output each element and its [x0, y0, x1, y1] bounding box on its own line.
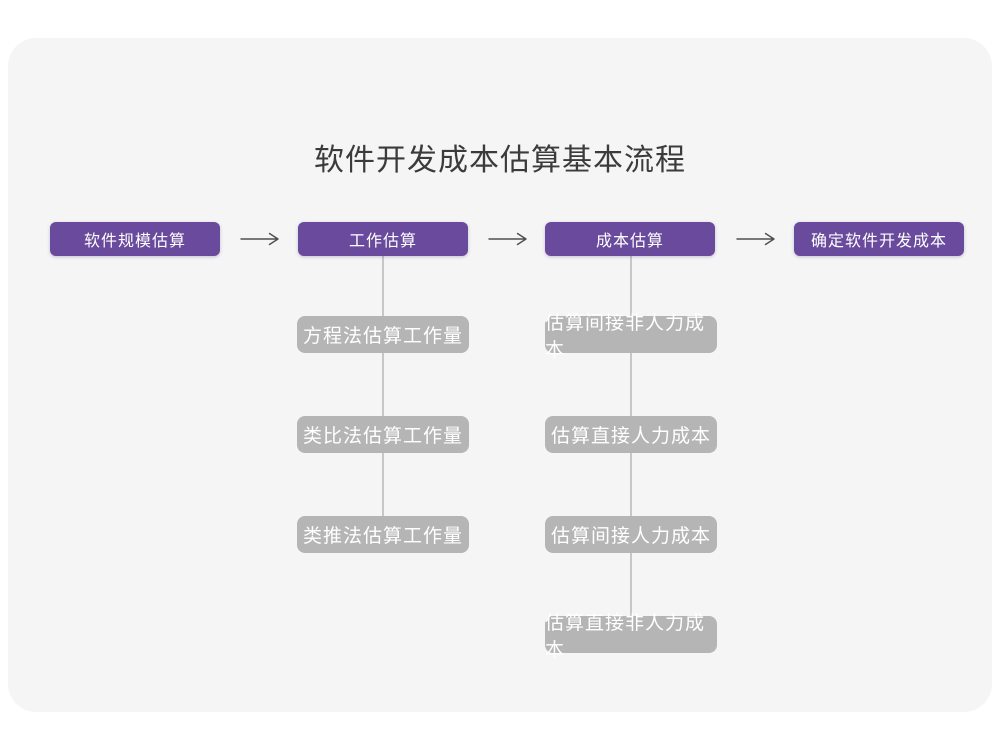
stage-label: 确定软件开发成本 — [810, 231, 947, 250]
stage-box-work-estimation: 工作估算 — [298, 222, 468, 256]
substep-label: 估算直接非人力成本 — [545, 611, 706, 661]
substep-box-analogy-method: 类比法估算工作量 — [297, 416, 469, 453]
flow-arrow-2 — [486, 231, 530, 247]
substep-label: 估算直接人力成本 — [550, 425, 711, 447]
flow-arrow-3 — [734, 231, 778, 247]
flow-arrow-1 — [238, 231, 282, 247]
substep-box-direct-labor-cost: 估算直接人力成本 — [545, 416, 717, 453]
substep-box-indirect-labor-cost: 估算间接人力成本 — [545, 516, 717, 553]
connector-line-work — [382, 256, 384, 536]
substep-label: 估算间接人力成本 — [550, 525, 711, 547]
substep-box-direct-nonlabor-cost: 估算直接非人力成本 — [545, 612, 717, 661]
substep-box-indirect-nonlabor-cost: 估算间接非人力成本 — [545, 312, 717, 361]
substep-label: 类推法估算工作量 — [302, 525, 463, 547]
right-arrow-icon — [736, 232, 775, 246]
substep-label: 方程法估算工作量 — [302, 325, 463, 347]
stage-box-determine-development-cost: 确定软件开发成本 — [794, 222, 964, 256]
substep-box-extrapolation-method: 类推法估算工作量 — [297, 516, 469, 553]
diagram-title: 软件开发成本估算基本流程 — [314, 143, 686, 178]
stage-box-software-scale-estimation: 软件规模估算 — [50, 222, 220, 256]
substep-box-equation-method: 方程法估算工作量 — [297, 316, 469, 353]
stage-label: 软件规模估算 — [83, 231, 186, 250]
stage-box-cost-estimation: 成本估算 — [545, 222, 715, 256]
diagram-card: 软件开发成本估算基本流程 软件规模估算 工作估算 成本估算 — [8, 38, 992, 712]
stage-label: 成本估算 — [595, 231, 664, 250]
substep-label: 类比法估算工作量 — [302, 425, 463, 447]
substep-label: 估算间接非人力成本 — [545, 311, 706, 361]
stage-label: 工作估算 — [348, 231, 417, 250]
right-arrow-icon — [240, 232, 279, 246]
right-arrow-icon — [488, 232, 527, 246]
